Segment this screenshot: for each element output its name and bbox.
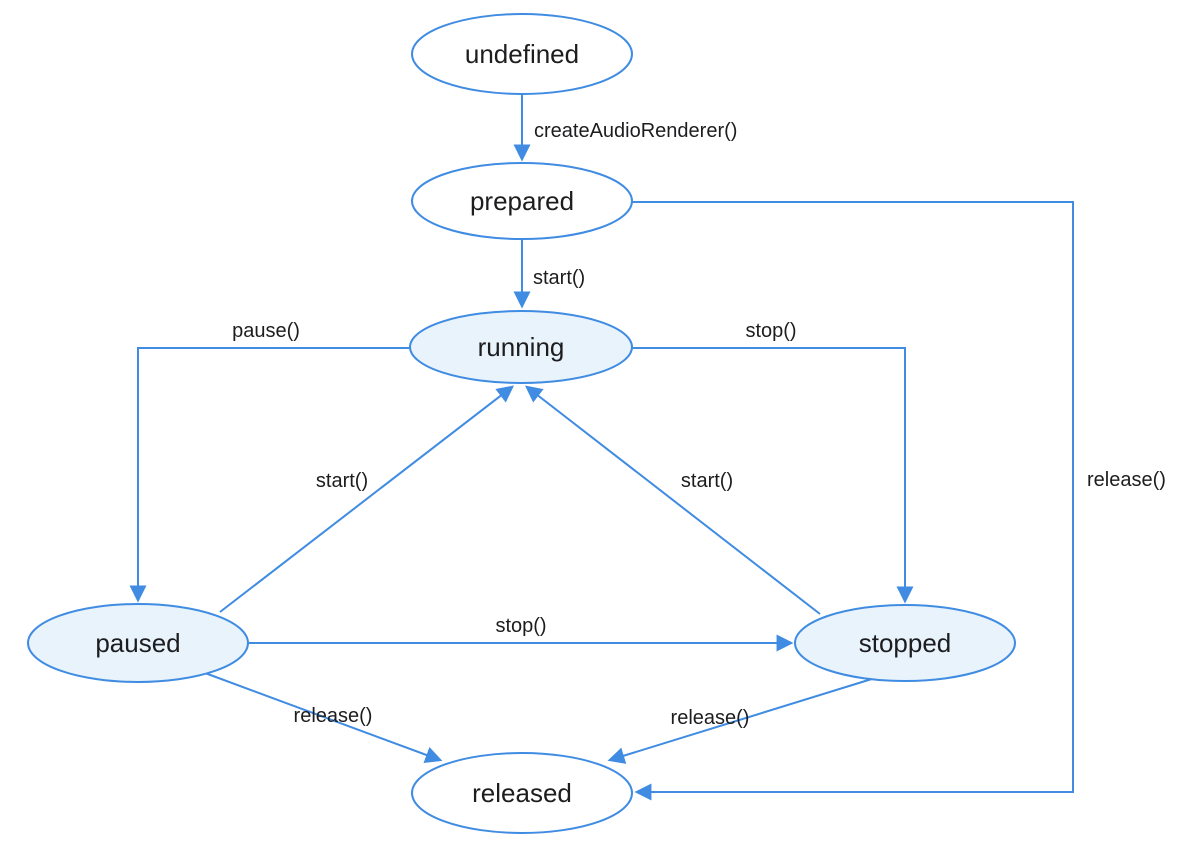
edge-running-to-stopped [632,347,914,604]
state-label-running: running [478,332,565,362]
edge-label-pause: pause() [232,320,300,342]
edge-label-start-stopped: start() [681,470,733,492]
state-ellipse-prepared [411,162,633,240]
state-node-running: running [409,310,633,384]
edge-group [129,94,1074,801]
edge-stopped-to-running [524,385,821,615]
state-label-released: released [472,778,572,808]
state-node-stopped: stopped [794,604,1016,682]
state-node-undefined: undefined [411,13,633,95]
state-ellipse-released [411,752,633,834]
state-node-prepared: prepared [411,162,633,240]
edge-label-group: createAudioRenderer() start() pause() st… [232,120,1166,729]
edge-paused-to-released [204,672,443,763]
edge-paused-to-running [219,385,515,613]
state-ellipse-running [409,310,633,384]
edge-label-stop-running: stop() [745,320,796,342]
state-label-stopped: stopped [859,628,952,658]
state-ellipse-undefined [411,13,633,95]
edge-label-release-stopped: release() [671,707,750,729]
edge-label-release-prepared: release() [1087,469,1166,491]
edge-label-stop-paused: stop() [495,615,546,637]
edge-running-to-paused [129,347,410,603]
state-node-released: released [411,752,633,834]
edge-prepared-to-released [632,201,1074,801]
edge-label-start-paused: start() [316,470,368,492]
node-group: undefined prepared running paused stoppe… [27,13,1016,834]
state-ellipse-paused [27,603,249,683]
edge-label-start-prepared: start() [533,267,585,289]
state-ellipse-stopped [794,604,1016,682]
edge-label-release-paused: release() [294,705,373,727]
edge-label-create-audio-renderer: createAudioRenderer() [534,120,737,142]
edge-stopped-to-released [607,677,876,764]
state-label-prepared: prepared [470,186,574,216]
state-label-undefined: undefined [465,39,579,69]
state-node-paused: paused [27,603,249,683]
state-label-paused: paused [95,628,180,658]
